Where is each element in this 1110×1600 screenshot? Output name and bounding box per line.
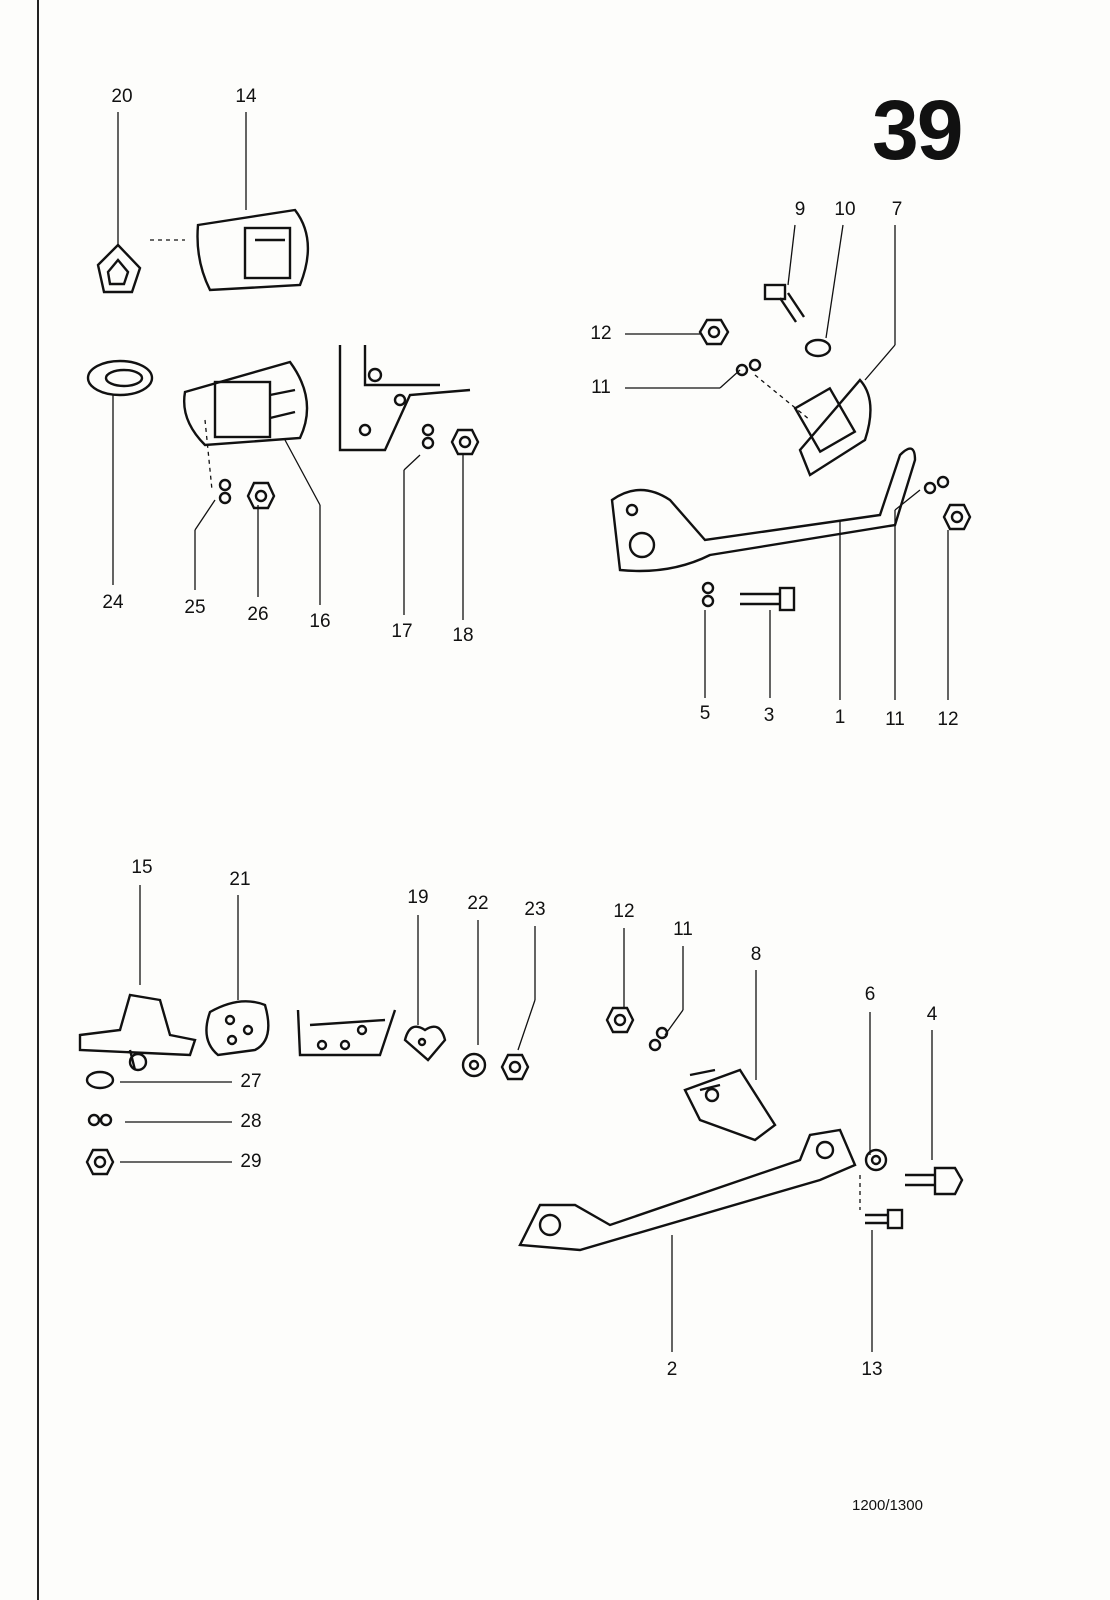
callout-17: 17 (391, 621, 413, 642)
part-19-plate (403, 1025, 447, 1062)
part-11-lock-washer (735, 358, 762, 377)
callout-18: 18 (452, 625, 474, 646)
callout-1: 1 (834, 707, 846, 728)
callout-7: 7 (891, 199, 903, 220)
part-18-nut (450, 428, 480, 456)
assembly-dashed-lines (150, 239, 861, 1210)
callout-4: 4 (926, 1004, 938, 1025)
part-3-bolt (740, 586, 796, 612)
callout-11: 11 (591, 377, 611, 398)
callout-6: 6 (864, 984, 876, 1005)
part-1-carrier (610, 447, 917, 573)
callout-25: 25 (184, 597, 206, 618)
callout-3: 3 (763, 705, 775, 726)
part-25-washer (218, 478, 232, 505)
part-12b-nut (942, 503, 972, 531)
callout-12b: 12 (937, 709, 959, 730)
callout-10: 10 (834, 199, 856, 220)
part-12-nut (698, 318, 730, 346)
body-bracket-top (338, 345, 471, 452)
part-13-bolt (865, 1208, 904, 1230)
part-28-lock-washer (87, 1113, 113, 1127)
part-11b-lock-washer (923, 475, 950, 495)
leader-lines (112, 112, 949, 1352)
callout-23: 23 (524, 899, 546, 920)
part-10-washer (804, 338, 832, 358)
part-6-lock-washer (864, 1148, 888, 1172)
part-11c-lock-washer (648, 1026, 669, 1052)
part-21-rubber-plate (205, 1000, 270, 1057)
part-12c-nut (605, 1006, 635, 1034)
callout-15: 15 (131, 857, 153, 878)
part-20-mount-rubber (96, 243, 142, 294)
callout-12c: 12 (613, 901, 635, 922)
callout-22: 22 (467, 893, 489, 914)
part-27-washer (85, 1070, 115, 1090)
part-7-mount (793, 378, 872, 477)
callout-9: 9 (794, 199, 806, 220)
part-4-bolt (905, 1166, 964, 1196)
part-14-mount (196, 208, 310, 292)
callout-11b: 11 (885, 709, 905, 730)
callout-27: 27 (240, 1071, 262, 1092)
body-bracket-bottom (296, 1009, 397, 1057)
callout-29: 29 (240, 1151, 262, 1172)
part-9-bolt (763, 283, 805, 323)
part-29-nut (85, 1148, 115, 1176)
part-2-carrier (518, 1128, 857, 1252)
model-code: 1200/1300 (852, 1497, 923, 1514)
callout-28: 28 (240, 1111, 262, 1132)
part-23-nut (500, 1053, 530, 1081)
callout-11c: 11 (673, 919, 693, 940)
part-26-nut (246, 481, 276, 510)
callout-14: 14 (235, 86, 257, 107)
part-5-lock-washer (701, 581, 715, 608)
callout-2: 2 (666, 1359, 678, 1380)
callout-5: 5 (699, 703, 711, 724)
part-16-mount (183, 360, 309, 447)
callout-21: 21 (229, 869, 251, 890)
callout-20: 20 (111, 86, 133, 107)
callout-26: 26 (247, 604, 269, 625)
callout-16: 16 (309, 611, 331, 632)
part-15-mount (78, 993, 197, 1072)
part-22-washer (461, 1052, 487, 1078)
callout-13: 13 (861, 1359, 883, 1380)
callout-24: 24 (102, 592, 124, 613)
page-number: 39 (872, 83, 963, 177)
part-24-rubber-ring (86, 359, 154, 397)
part-17-spring-washer (421, 423, 435, 450)
part-8-mount (683, 1068, 777, 1142)
callout-8: 8 (750, 944, 762, 965)
callout-19: 19 (407, 887, 429, 908)
callout-12: 12 (590, 323, 612, 344)
